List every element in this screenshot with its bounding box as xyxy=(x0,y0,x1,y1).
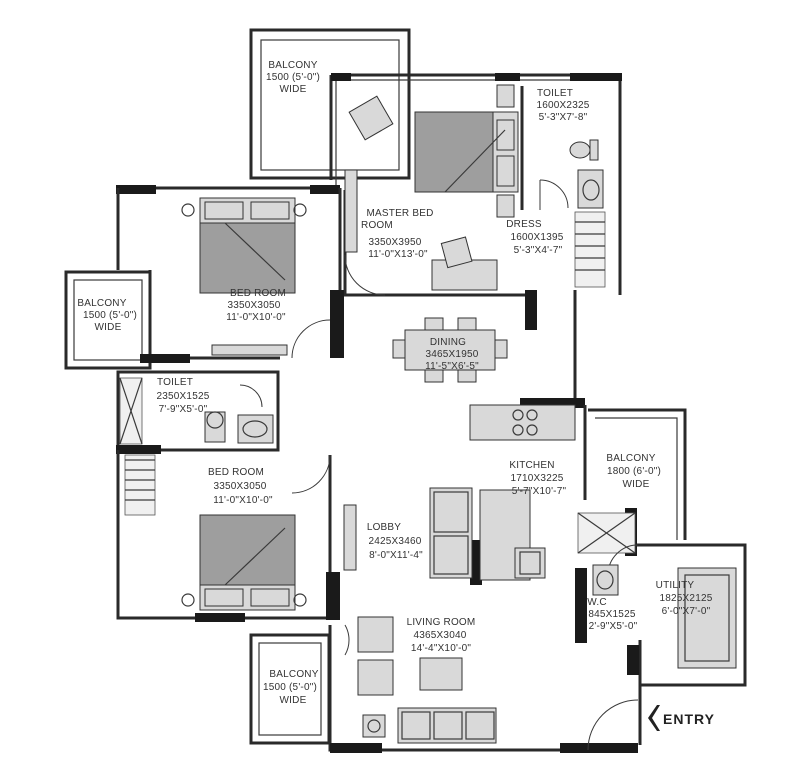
svg-text:1500 (5'-0"): 1500 (5'-0") xyxy=(83,310,137,321)
svg-text:BALCONY: BALCONY xyxy=(606,453,655,464)
label-master: MASTER BED ROOM 3350X3950 11'-0"X13'-0" xyxy=(361,208,433,260)
kitchen-counter xyxy=(469,404,576,581)
label-toilet-left: TOILET 2350X1525 7'-9"X5'-0" xyxy=(157,377,210,415)
svg-text:11'-0"X10'-0": 11'-0"X10'-0" xyxy=(213,495,273,506)
master-bed xyxy=(414,84,519,218)
toilet-top-fixtures xyxy=(520,86,604,210)
svg-text:14'-4"X10'-0": 14'-4"X10'-0" xyxy=(411,643,471,654)
svg-text:1800 (6'-0"): 1800 (6'-0") xyxy=(607,466,661,477)
svg-text:3350X3950: 3350X3950 xyxy=(369,237,422,248)
label-wc: W.C 845X1525 2'-9"X5'-0" xyxy=(587,597,637,632)
svg-text:TOILET: TOILET xyxy=(537,88,573,99)
svg-text:11'-5"X6'-5": 11'-5"X6'-5" xyxy=(425,361,479,372)
svg-text:5'-7"X10'-7": 5'-7"X10'-7" xyxy=(512,486,567,497)
svg-text:3350X3050: 3350X3050 xyxy=(214,481,267,492)
bed-bedroom1 xyxy=(181,197,307,356)
svg-text:1500 (5'-0"): 1500 (5'-0") xyxy=(266,72,320,83)
label-dress: DRESS 1600X1395 5'-3"X4'-7" xyxy=(506,219,563,256)
svg-text:BALCONY: BALCONY xyxy=(77,298,126,309)
svg-text:BALCONY: BALCONY xyxy=(268,60,317,71)
doors xyxy=(291,254,639,751)
svg-text:TOILET: TOILET xyxy=(157,377,193,388)
entry-label: ENTRY xyxy=(663,711,715,727)
svg-text:BED ROOM: BED ROOM xyxy=(230,288,286,299)
master-chair xyxy=(348,95,394,141)
svg-text:LIVING ROOM: LIVING ROOM xyxy=(407,617,476,628)
svg-text:845X1525: 845X1525 xyxy=(588,609,635,620)
dress-door xyxy=(539,179,569,210)
svg-text:5'-3"X7'-8": 5'-3"X7'-8" xyxy=(539,112,588,123)
svg-text:WIDE: WIDE xyxy=(95,322,122,333)
svg-text:KITCHEN: KITCHEN xyxy=(509,460,554,471)
svg-text:DRESS: DRESS xyxy=(506,219,542,230)
label-living: LIVING ROOM 4365X3040 14'-4"X10'-0" xyxy=(407,617,476,654)
svg-text:WIDE: WIDE xyxy=(280,84,307,95)
svg-text:WIDE: WIDE xyxy=(623,479,650,490)
dining-table xyxy=(392,317,508,383)
svg-text:2425X3460: 2425X3460 xyxy=(369,536,422,547)
balcony-right xyxy=(588,408,687,540)
label-utility: UTILITY 1825X2125 6'-0"X7'-0" xyxy=(656,580,713,617)
svg-text:1710X3225: 1710X3225 xyxy=(511,473,564,484)
svg-text:5'-3"X4'-7": 5'-3"X4'-7" xyxy=(514,245,563,256)
svg-text:11'-0"X13'-0": 11'-0"X13'-0" xyxy=(368,249,428,260)
label-bedroom2: BED ROOM 3350X3050 11'-0"X10'-0" xyxy=(208,467,273,506)
label-kitchen: KITCHEN 1710X3225 5'-7"X10'-7" xyxy=(509,460,566,497)
svg-text:11'-0"X10'-0": 11'-0"X10'-0" xyxy=(226,312,286,323)
toilet-left-fixtures xyxy=(204,384,274,444)
svg-text:8'-0"X11'-4": 8'-0"X11'-4" xyxy=(369,550,423,561)
wc-fixtures xyxy=(592,564,619,596)
svg-text:2'-9"X5'-0": 2'-9"X5'-0" xyxy=(589,621,638,632)
svg-text:1600X2325: 1600X2325 xyxy=(537,100,590,111)
svg-text:4365X3040: 4365X3040 xyxy=(414,630,467,641)
svg-text:2350X1525: 2350X1525 xyxy=(157,391,210,402)
svg-text:MASTER BED: MASTER BED xyxy=(366,208,433,219)
label-bedroom1: BED ROOM 3350X3050 11'-0"X10'-0" xyxy=(226,288,286,323)
living-furniture xyxy=(357,616,497,744)
bed-bedroom2 xyxy=(181,514,307,611)
label-dining: DINING 3465X1950 11'-5"X6'-5" xyxy=(425,337,479,372)
stair-hatch-master xyxy=(574,211,606,288)
label-balcony-left: BALCONY 1500 (5'-0") WIDE xyxy=(77,298,137,333)
svg-text:1600X1395: 1600X1395 xyxy=(511,232,564,243)
svg-text:ROOM: ROOM xyxy=(361,220,393,231)
svg-text:BALCONY: BALCONY xyxy=(269,669,318,680)
svg-text:3465X1950: 3465X1950 xyxy=(426,349,479,360)
label-balcony-top: BALCONY 1500 (5'-0") WIDE xyxy=(266,60,320,95)
svg-text:UTILITY: UTILITY xyxy=(656,580,695,591)
study-table xyxy=(431,236,498,291)
svg-text:BED ROOM: BED ROOM xyxy=(208,467,264,478)
label-balcony-bottom: BALCONY 1500 (5'-0") WIDE xyxy=(263,669,319,706)
svg-text:7'-9"X5'-0": 7'-9"X5'-0" xyxy=(159,404,208,415)
label-balcony-right: BALCONY 1800 (6'-0") WIDE xyxy=(606,453,661,490)
entry-arrow-icon xyxy=(648,705,660,731)
svg-text:WIDE: WIDE xyxy=(280,695,307,706)
svg-text:1825X2125: 1825X2125 xyxy=(660,593,713,604)
svg-text:DINING: DINING xyxy=(430,337,466,348)
label-lobby: LOBBY 2425X3460 8'-0"X11'-4" xyxy=(367,522,423,561)
svg-text:LOBBY: LOBBY xyxy=(367,522,401,533)
outer-walls xyxy=(116,73,747,753)
label-toilet-top: TOILET 1600X2325 5'-3"X7'-8" xyxy=(537,88,590,123)
wardrobe-master xyxy=(344,169,358,253)
svg-text:6'-0"X7'-0": 6'-0"X7'-0" xyxy=(662,606,711,617)
lobby-sofa xyxy=(343,487,473,579)
svg-text:3350X3050: 3350X3050 xyxy=(228,300,281,311)
svg-text:W.C: W.C xyxy=(587,597,607,608)
svg-text:1500 (5'-0"): 1500 (5'-0") xyxy=(263,682,317,693)
